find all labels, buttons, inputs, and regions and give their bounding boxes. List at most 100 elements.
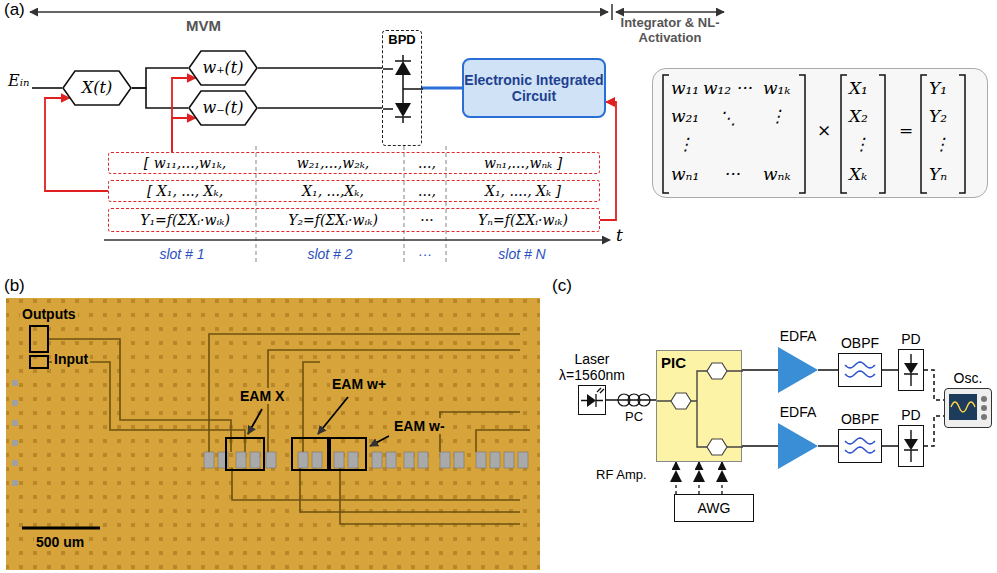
text-holder: PIC bbox=[657, 351, 741, 461]
drawn-path bbox=[383, 55, 423, 123]
connector bbox=[882, 369, 898, 371]
connector bbox=[172, 118, 196, 152]
drawn-path bbox=[879, 75, 885, 193]
connector bbox=[742, 369, 778, 371]
node-label: ⋮ bbox=[933, 135, 950, 155]
node-label: OBPF bbox=[841, 411, 879, 427]
amplifier-triangle: EDFA bbox=[778, 347, 818, 393]
node-label: Yₙ bbox=[929, 165, 947, 185]
drawn-rect bbox=[490, 452, 500, 468]
drawn-polygon bbox=[63, 71, 131, 105]
drawn-polygon bbox=[904, 363, 918, 374]
node-label: Y₁ bbox=[929, 79, 947, 99]
drawn-circle bbox=[981, 405, 987, 411]
drawn-rect bbox=[440, 452, 450, 468]
connector bbox=[924, 370, 944, 400]
node-label: ··· bbox=[420, 212, 433, 228]
node-label: ⋱ bbox=[719, 109, 736, 129]
node-label: Y₁=f(ΣXᵢ·wᵢₖ) bbox=[140, 212, 230, 228]
node-label: ··· bbox=[737, 79, 753, 99]
leader-arrow bbox=[248, 397, 389, 446]
signal-name: Eᵢₙ bbox=[8, 72, 29, 90]
text-holder: OBPF bbox=[841, 411, 879, 430]
drawn-rect bbox=[476, 452, 486, 468]
drawn-path bbox=[841, 75, 847, 193]
rf-amplifier bbox=[670, 470, 728, 482]
process-box: Electronic Integrated Circuit bbox=[462, 58, 606, 118]
drawn-rect bbox=[226, 438, 264, 470]
node-label: w₁ₖ bbox=[763, 79, 791, 99]
drawn-rect bbox=[250, 452, 260, 468]
section-title: MVM bbox=[186, 17, 221, 34]
drawn-rect bbox=[204, 452, 214, 468]
drawn-rect bbox=[949, 394, 977, 420]
drawn-rect bbox=[12, 400, 18, 406]
connector bbox=[818, 369, 838, 371]
connector bbox=[422, 87, 462, 90]
part-label: EAM w- bbox=[392, 418, 447, 434]
node-label: X(t) bbox=[82, 79, 112, 97]
node-label: Y₂ bbox=[929, 107, 947, 127]
drawn-path bbox=[845, 362, 875, 368]
panel-letter: (b) bbox=[4, 276, 25, 296]
connector bbox=[258, 107, 382, 109]
connector bbox=[258, 67, 382, 69]
chip-box: PIC bbox=[656, 350, 742, 462]
drawn-line bbox=[403, 146, 404, 262]
drawn-polygon bbox=[587, 394, 596, 407]
drawn-path bbox=[268, 350, 520, 452]
drawn-path bbox=[48, 362, 245, 452]
drawn-rect bbox=[12, 480, 18, 486]
drawn-path bbox=[663, 75, 669, 193]
detector-box: BPD bbox=[382, 30, 422, 146]
node-label: AWG bbox=[698, 500, 731, 516]
slot-divider bbox=[256, 146, 446, 262]
text-holder: Electronic Integrated Circuit bbox=[464, 60, 604, 116]
oscilloscope-icon bbox=[945, 389, 993, 429]
text-holder: Y₁=f(ΣXᵢ·wᵢₖ)Y₂=f(ΣXᵢ·wᵢₖ)···Yₙ=f(ΣXᵢ·wᵢ… bbox=[109, 209, 599, 231]
drawn-polygon bbox=[778, 347, 818, 393]
drawn-polygon bbox=[189, 91, 257, 125]
scale-label: 500 um bbox=[34, 534, 86, 550]
drawn-path bbox=[209, 334, 520, 452]
drawn-rect bbox=[12, 380, 18, 386]
drawn-rect bbox=[298, 452, 308, 468]
node-label: ..., bbox=[418, 155, 436, 171]
drawn-circle bbox=[981, 396, 987, 402]
section-title: Integrator & NL-Activation bbox=[614, 16, 726, 46]
amplifier-triangle bbox=[778, 347, 818, 393]
generator-box: AWG bbox=[674, 494, 754, 522]
node-label: Xₖ bbox=[849, 165, 867, 185]
node-label: = bbox=[899, 121, 913, 141]
node-label: w₊(t) bbox=[202, 59, 243, 77]
node-label: OBPF bbox=[841, 335, 879, 351]
drawn-rect bbox=[418, 452, 428, 468]
drawn-rect bbox=[12, 420, 18, 426]
drawn-rect bbox=[12, 440, 18, 446]
span-arrow bbox=[616, 11, 724, 13]
node-label: PD bbox=[901, 331, 920, 347]
drawn-path bbox=[799, 75, 805, 193]
drawn-polygon bbox=[395, 61, 411, 75]
connector bbox=[924, 416, 944, 446]
drawn-rect bbox=[504, 452, 514, 468]
filter-box: OBPF bbox=[838, 429, 882, 463]
drawn-polygon bbox=[693, 470, 705, 482]
drawn-polygon bbox=[716, 470, 728, 482]
drawn-path bbox=[48, 339, 231, 452]
panel-letter: (a) bbox=[4, 0, 25, 20]
node-label: PD bbox=[901, 407, 920, 423]
drawn-rect bbox=[330, 438, 366, 470]
drawn-rect bbox=[236, 452, 246, 468]
node-label: X₂ bbox=[849, 107, 868, 127]
node-label: w₁₁ bbox=[671, 79, 699, 99]
highlight-box bbox=[30, 326, 366, 470]
node-label: EDFA bbox=[780, 328, 817, 344]
drawn-path bbox=[845, 447, 875, 453]
filter-symbol bbox=[839, 354, 883, 388]
sequence-row: [ X₁, ..., Xₖ,X₁, ...,Xₖ,...,X₁, ...., X… bbox=[108, 180, 600, 202]
drawn-path bbox=[476, 430, 530, 452]
text-holder: PD bbox=[901, 331, 920, 350]
part-label: EAM X bbox=[238, 388, 286, 404]
node-label: ⋮ bbox=[769, 107, 786, 127]
